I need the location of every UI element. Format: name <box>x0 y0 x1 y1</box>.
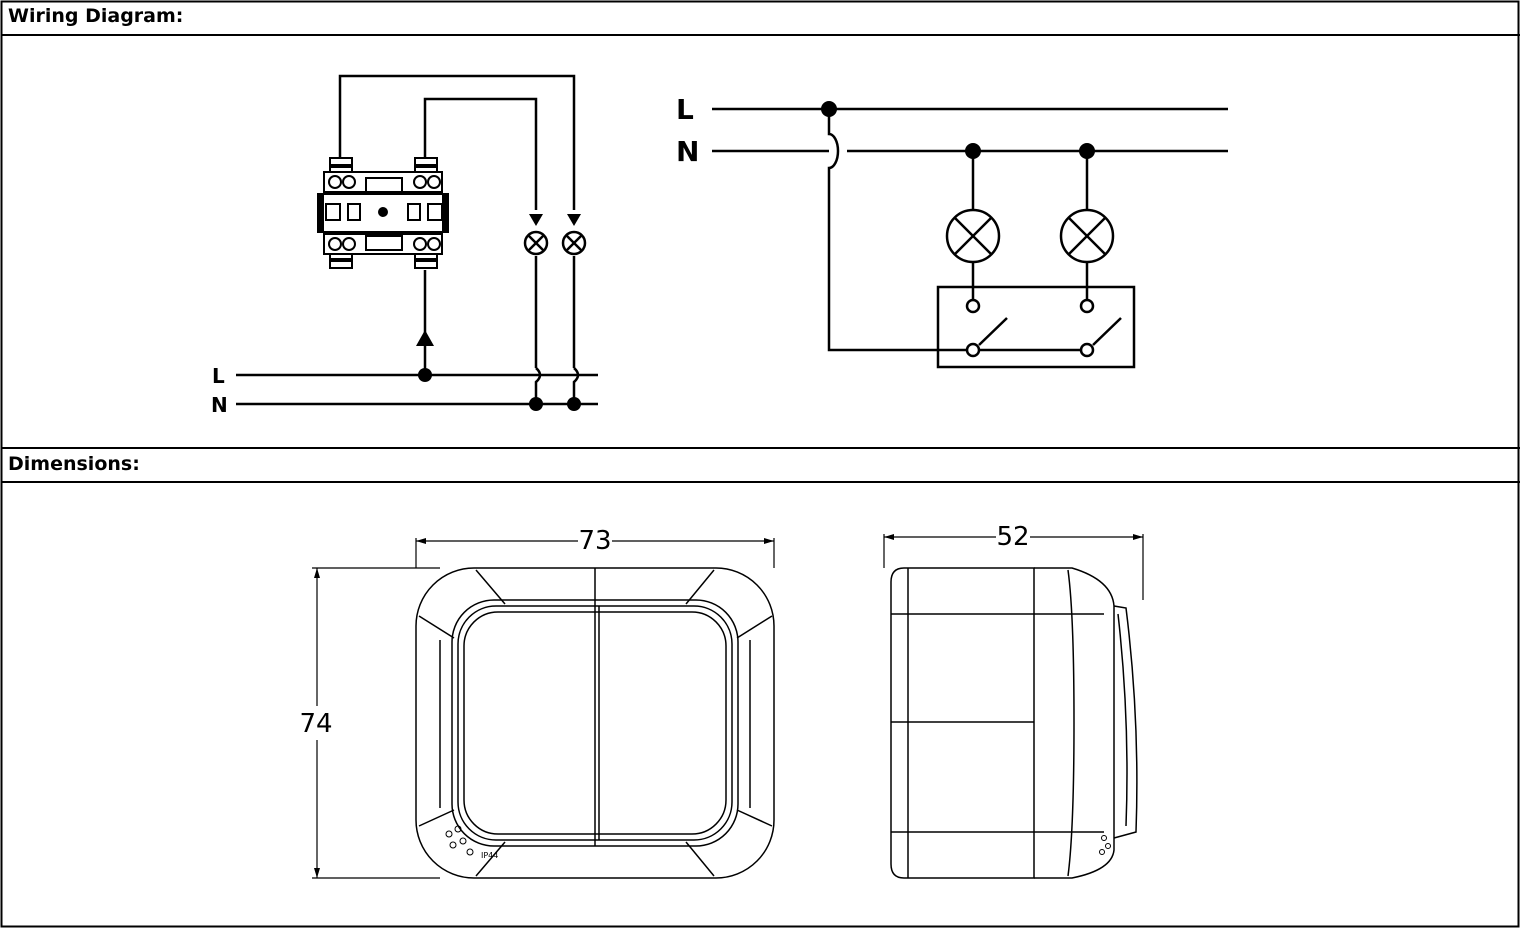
right-l-label: L <box>676 93 694 126</box>
water-drop-icon <box>445 825 474 856</box>
left-n-label: N <box>211 393 228 417</box>
right-n-label: N <box>676 135 699 168</box>
water-drop-icon <box>1099 835 1111 855</box>
lamp-icon <box>523 230 587 256</box>
switch-box <box>936 285 1136 369</box>
side-depth-label: 52 <box>996 522 1029 552</box>
left-l-label: L <box>212 364 225 388</box>
lamp-icon <box>945 208 1115 264</box>
dimensions-title: Dimensions: <box>8 453 140 475</box>
front-height-label: 74 <box>299 709 332 739</box>
wiring-diagram-title: Wiring Diagram: <box>8 5 184 27</box>
switch-lever-icon <box>978 317 1122 346</box>
ip-rating-label: IP44 <box>481 851 498 860</box>
front-width-label: 73 <box>578 526 611 556</box>
